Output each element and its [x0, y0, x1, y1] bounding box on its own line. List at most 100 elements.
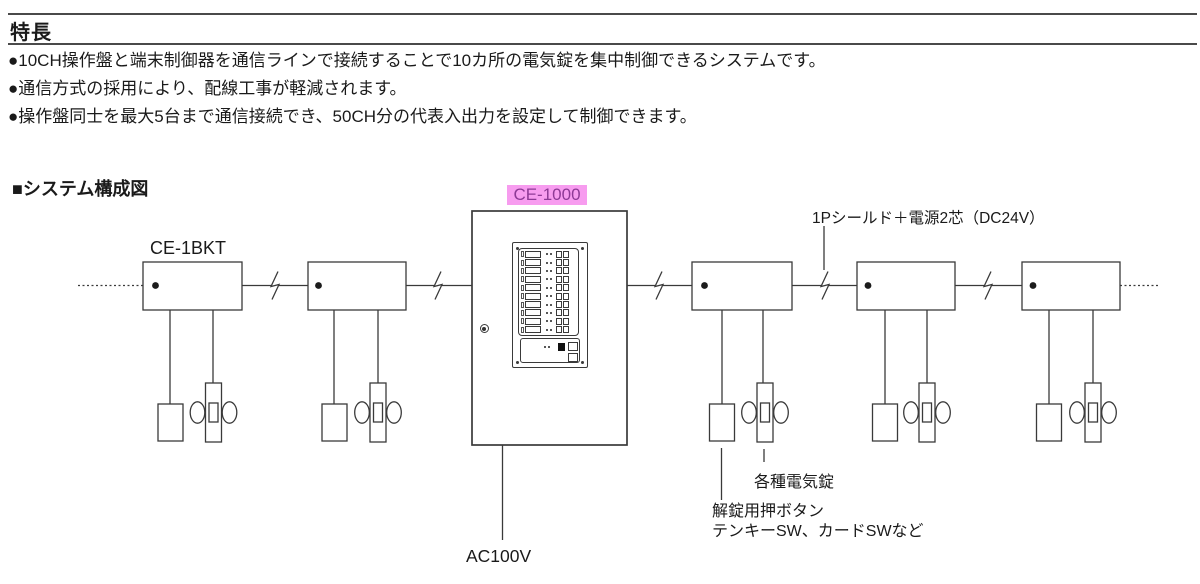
channel-row [520, 250, 578, 258]
terminal-controller-box-3 [691, 261, 793, 311]
channel-row [520, 267, 578, 275]
panel-button [568, 353, 578, 362]
unlock-label-line2: テンキーSW、カードSWなど [712, 522, 924, 540]
terminal-controller-box-2 [307, 261, 407, 311]
channel-led [546, 295, 548, 298]
channel-button [563, 267, 569, 275]
channel-led [546, 278, 548, 281]
power-label: AC100V [466, 546, 532, 566]
terminal-controller-box-1 [142, 261, 243, 311]
header-rule-bottom [8, 43, 1197, 45]
channel-led [546, 253, 548, 256]
panel-button [568, 342, 578, 351]
line-break-symbols [269, 271, 994, 300]
channel-button [556, 284, 562, 292]
channel-button [556, 317, 562, 325]
channel-led [550, 261, 552, 264]
channel-led [546, 311, 548, 314]
channel-rows [518, 248, 579, 336]
channel-label-window [525, 267, 541, 275]
channel-led [550, 328, 552, 331]
channel-label-window [525, 284, 541, 292]
channel-label-window [525, 317, 541, 325]
electric-lock [741, 382, 789, 443]
channel-led [550, 295, 552, 298]
channel-row [520, 292, 578, 300]
channel-row [520, 326, 578, 334]
panel-led [548, 346, 550, 348]
channel-label-window [525, 259, 541, 267]
channel-led [550, 278, 552, 281]
screw-icon [581, 247, 584, 250]
channel-label-window [525, 301, 541, 309]
channel-tab [521, 309, 524, 316]
unlock-pushbutton-boxes [157, 403, 1063, 442]
channel-led [550, 303, 552, 306]
channel-label-window [525, 309, 541, 317]
channel-led [550, 253, 552, 256]
feature-item: ●操作盤同士を最大5台まで通信接続でき、50CH分の代表入出力を設定して制御でき… [8, 107, 697, 126]
terminal-controller-box-4 [856, 261, 956, 311]
channel-tab [521, 284, 524, 291]
channel-button [556, 309, 562, 317]
channel-tab [521, 251, 524, 258]
channel-button [556, 301, 562, 309]
keyhole-icon [480, 324, 489, 333]
channel-button [563, 301, 569, 309]
electric-lock [903, 382, 951, 443]
screw-icon [516, 247, 519, 250]
channel-led [550, 286, 552, 289]
terminal-controller-box-5 [1021, 261, 1121, 311]
channel-button [563, 284, 569, 292]
channel-button [563, 309, 569, 317]
screw-icon [516, 361, 519, 364]
channel-tab [521, 259, 524, 266]
electric-lock [1069, 382, 1117, 443]
channel-row [520, 275, 578, 283]
channel-button [556, 267, 562, 275]
channel-row [520, 309, 578, 317]
channel-button [563, 317, 569, 325]
feature-item: ●10CH操作盤と端末制御器を通信ラインで接続することで10カ所の電気錠を集中制… [8, 51, 826, 70]
channel-button [563, 292, 569, 300]
channel-button [563, 275, 569, 283]
channel-row [520, 284, 578, 292]
cable-spec-label: 1Pシールド＋電源2芯（DC24V） [812, 210, 1045, 227]
channel-button [563, 259, 569, 267]
channel-led [550, 269, 552, 272]
locks-label: 各種電気錠 [754, 474, 835, 491]
channel-label-window [525, 250, 541, 258]
feature-item: ●通信方式の採用により、配線工事が軽減されます。 [8, 79, 407, 98]
electric-lock [354, 382, 402, 443]
channel-label-window [525, 326, 541, 334]
controller-model-label: CE-1BKT [150, 238, 227, 258]
feature-list: ●10CH操作盤と端末制御器を通信ラインで接続することで10カ所の電気錠を集中制… [8, 47, 826, 131]
channel-led [546, 269, 548, 272]
channel-button [556, 292, 562, 300]
channel-led [550, 320, 552, 323]
channel-tab [521, 326, 524, 333]
channel-led [546, 286, 548, 289]
channel-led [546, 320, 548, 323]
channel-label-window [525, 292, 541, 300]
channel-led [550, 311, 552, 314]
diagram-heading: ■システム構成図 [12, 179, 149, 199]
unlock-devices-label: 解錠用押ボタン テンキーSW、カードSWなど [712, 502, 924, 541]
channel-tab [521, 301, 524, 308]
channel-tab [521, 293, 524, 300]
channel-button [563, 326, 569, 334]
channel-tab [521, 267, 524, 274]
channel-button [556, 275, 562, 283]
channel-led [546, 328, 548, 331]
panel-led [544, 346, 546, 348]
channel-led [546, 303, 548, 306]
channel-label-window [525, 275, 541, 283]
screw-icon [581, 361, 584, 364]
panel-model-label: CE-1000 [507, 185, 587, 205]
channel-tab [521, 318, 524, 325]
features-heading: 特長 [10, 22, 52, 44]
electric-lock [189, 382, 238, 443]
channel-button [556, 259, 562, 267]
